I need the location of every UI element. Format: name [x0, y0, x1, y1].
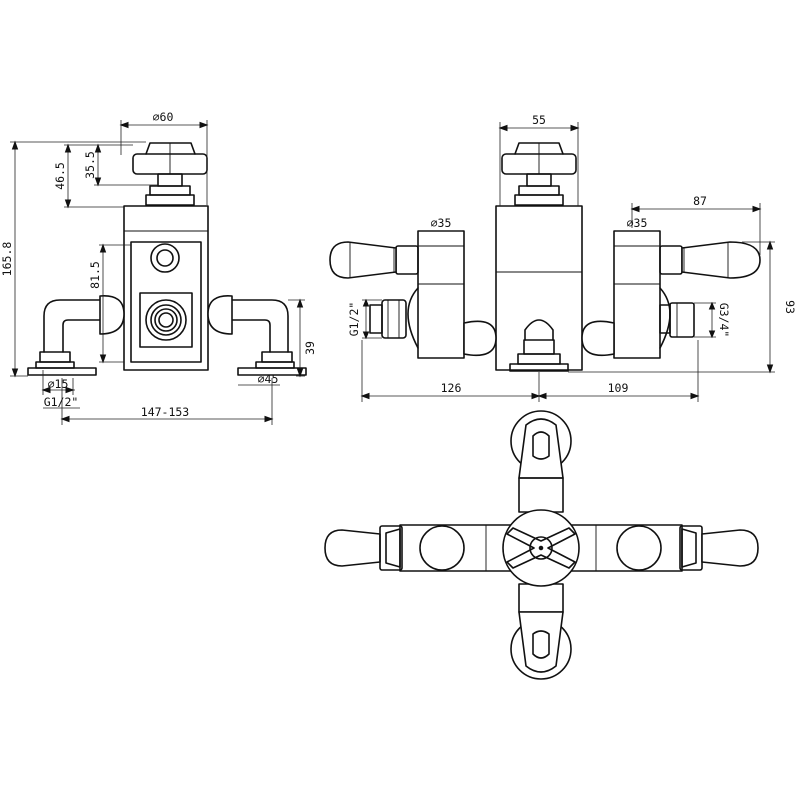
front-left-valve	[329, 230, 497, 359]
label-side-h1658: 165.8	[0, 242, 14, 277]
label-side-d45: ⌀45	[258, 372, 279, 386]
front-arrowheads	[360, 124, 774, 400]
label-side-h355: 35.5	[83, 151, 97, 179]
label-front-d35-right: ⌀35	[627, 216, 648, 230]
label-front-h93: 93	[783, 300, 797, 314]
label-side-h815: 81.5	[88, 261, 102, 289]
label-side-h39: 39	[303, 341, 317, 355]
label-front-g34: G3/4"	[717, 303, 731, 338]
side-right-leg	[207, 295, 307, 376]
top-view-right-lever	[679, 525, 759, 571]
top-view	[324, 410, 759, 680]
front-top-cross-handle	[501, 142, 577, 206]
label-side-g12: G1/2"	[44, 395, 79, 409]
top-view-lower-lever	[510, 583, 572, 680]
label-front-w87: 87	[693, 194, 707, 208]
side-arrowheads	[11, 121, 304, 423]
side-valve-body	[123, 205, 209, 371]
top-view-upper-lever	[510, 410, 572, 513]
front-right-valve	[581, 230, 761, 359]
top-view-center-cross	[502, 509, 580, 587]
label-front-w126: 126	[441, 381, 462, 395]
front-view: 55 ⌀35 ⌀35 87 93 G1/2" G3/4" 126 109	[329, 113, 797, 402]
front-dimension-lines	[361, 122, 775, 402]
label-side-d15: ⌀15	[48, 377, 69, 391]
front-valve-body	[495, 205, 583, 371]
front-bottom-outlet	[509, 339, 569, 372]
label-front-g12: G1/2"	[347, 302, 361, 337]
side-top-cross-handle	[132, 142, 208, 206]
label-front-w109: 109	[608, 381, 629, 395]
side-view: ⌀60 46.5 35.5 165.8 81.5 39 ⌀15 G1/2" ⌀4…	[0, 110, 317, 425]
label-front-w55: 55	[532, 113, 546, 127]
side-dimension-lines	[10, 120, 305, 425]
label-side-d60: ⌀60	[153, 110, 174, 124]
label-side-w147153: 147-153	[141, 405, 190, 419]
label-side-h465: 46.5	[53, 162, 67, 190]
side-left-leg	[27, 295, 125, 376]
top-view-left-lever	[324, 525, 403, 571]
label-front-d35-left: ⌀35	[431, 216, 452, 230]
